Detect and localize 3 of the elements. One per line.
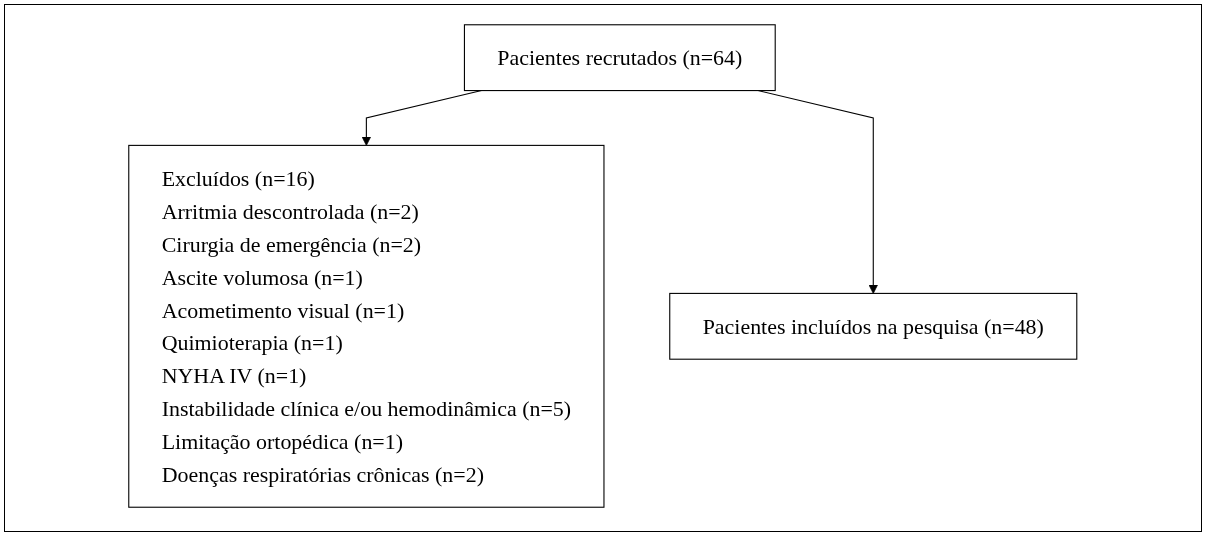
node-box: Excluídos (n=16) Arritmia descontrolada (n=2) Cirurgia de emergência (n=2) Ascite volumosa (n=1) Acometimento visual (n=1) Quimioterapia (n=1) NYHA IV (n=1) Instabilidade clínica e/ou hemodinâmica (n=5) Limitação ortopédica (n=1) Doenças respiratórias crônicas (n=2) (128, 144, 605, 508)
node-box: Pacientes incluídos na pesquisa (n=48) (669, 292, 1078, 360)
node-box: Pacientes recrutados (n=64) (464, 24, 776, 92)
